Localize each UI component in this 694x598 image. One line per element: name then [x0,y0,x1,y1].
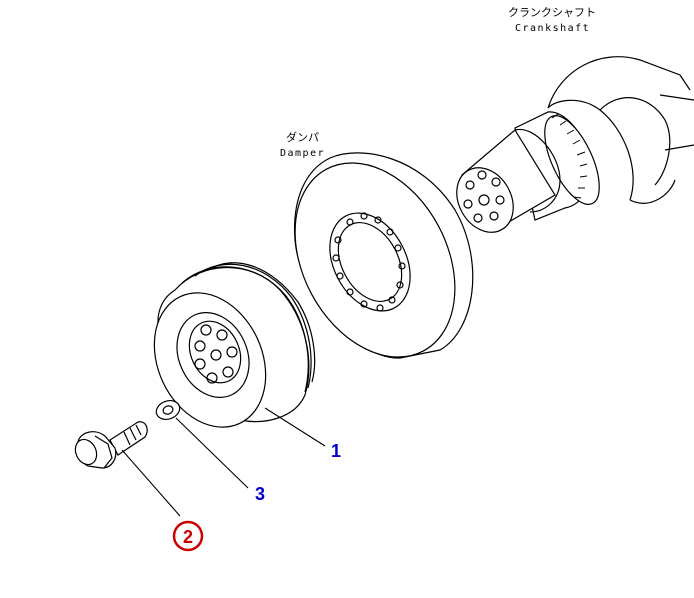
damper-drawing [293,152,474,359]
damper-label-jp: ダンパ [286,130,319,144]
callout-1-number[interactable]: 1 [331,441,341,461]
crankshaft-drawing [456,56,694,233]
callout-3-number[interactable]: 3 [255,484,265,504]
gear-teeth [551,113,588,199]
callout-2-circle[interactable] [172,520,204,552]
callout-2-number[interactable]: 2 [183,527,193,547]
pulley-bolt-holes [194,324,238,384]
bolt-drawing [74,421,148,469]
crankshaft-label-jp: クランクシャフト [508,6,596,19]
damper-bolt-holes [332,212,406,312]
washer-drawing [155,399,181,421]
pulley-drawing [153,262,316,428]
leader-lines [121,407,326,517]
crankshaft-label-en: Crankshaft [515,23,590,34]
snout-holes [463,170,505,223]
damper-label-en: Damper [280,148,325,159]
